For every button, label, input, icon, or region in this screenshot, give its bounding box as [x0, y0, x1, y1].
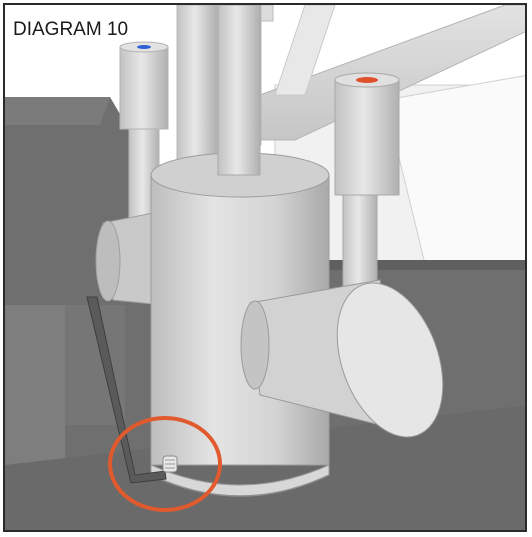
- right-lever: [240, 279, 444, 438]
- hot-indicator: [356, 77, 378, 83]
- tap-illustration: [5, 5, 525, 530]
- diagram-title: DIAGRAM 10: [13, 19, 129, 40]
- cold-handle: [119, 41, 169, 221]
- highlight-circle: [108, 416, 222, 512]
- grub-screw-icon: [162, 455, 178, 473]
- cold-indicator: [137, 45, 151, 49]
- left-lever: [95, 212, 164, 306]
- diagram-frame: DIAGRAM 10: [3, 3, 527, 532]
